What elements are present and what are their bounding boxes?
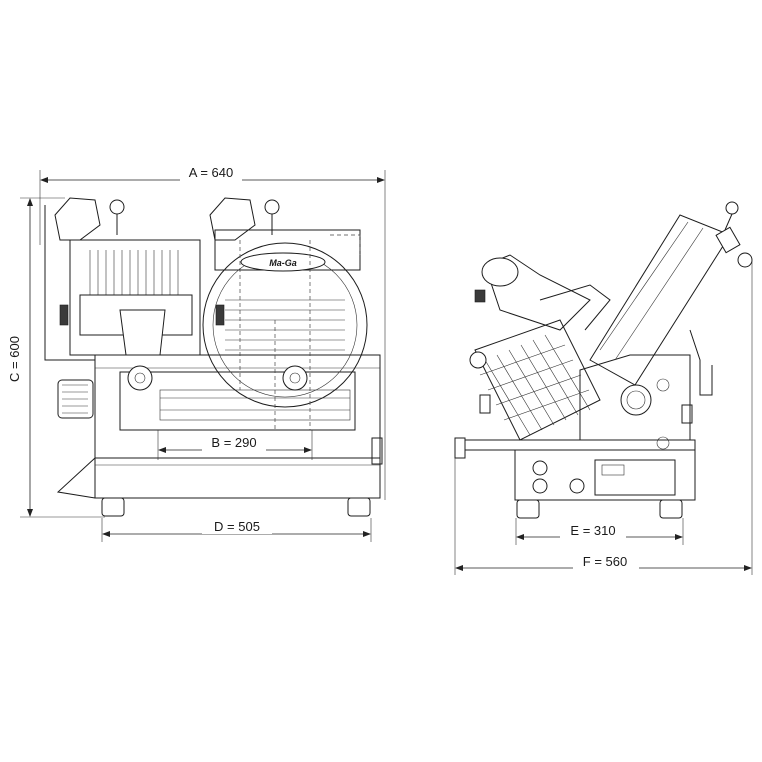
front-control-box [57, 379, 94, 419]
dimension-b-label: B = 290 [211, 435, 256, 450]
front-handle-left [54, 197, 101, 241]
front-pusher [119, 309, 166, 356]
brand-label: Ma-Ga [269, 258, 297, 268]
dimension-f-label: F = 560 [583, 554, 627, 569]
front-foot-right [347, 497, 371, 517]
side-carriage [589, 214, 731, 386]
front-brand-plate [240, 252, 326, 272]
side-display [594, 459, 676, 496]
side-dial [620, 384, 652, 416]
front-knob-left [127, 365, 153, 391]
front-foot-left [101, 497, 125, 517]
dimension-d-label: D = 505 [214, 519, 260, 534]
dimension-e-label: E = 310 [570, 523, 615, 538]
side-lower-housing [514, 449, 696, 501]
side-view [454, 201, 753, 519]
side-body [579, 354, 691, 441]
front-base [94, 457, 381, 499]
front-chute [56, 457, 96, 499]
front-view: Ma-Ga [44, 197, 383, 517]
front-carriage [119, 371, 356, 431]
front-blade-guard [202, 242, 368, 408]
side-platform [454, 439, 696, 451]
front-body [94, 354, 381, 459]
side-foot-left [516, 499, 540, 519]
side-foot-right [659, 499, 683, 519]
side-tray [474, 319, 601, 441]
dimension-a-label: A = 640 [189, 165, 233, 180]
side-head [484, 254, 591, 331]
front-handle-right [209, 197, 256, 241]
front-knob-right [282, 365, 308, 391]
dimension-c-label: C = 600 [7, 336, 22, 382]
